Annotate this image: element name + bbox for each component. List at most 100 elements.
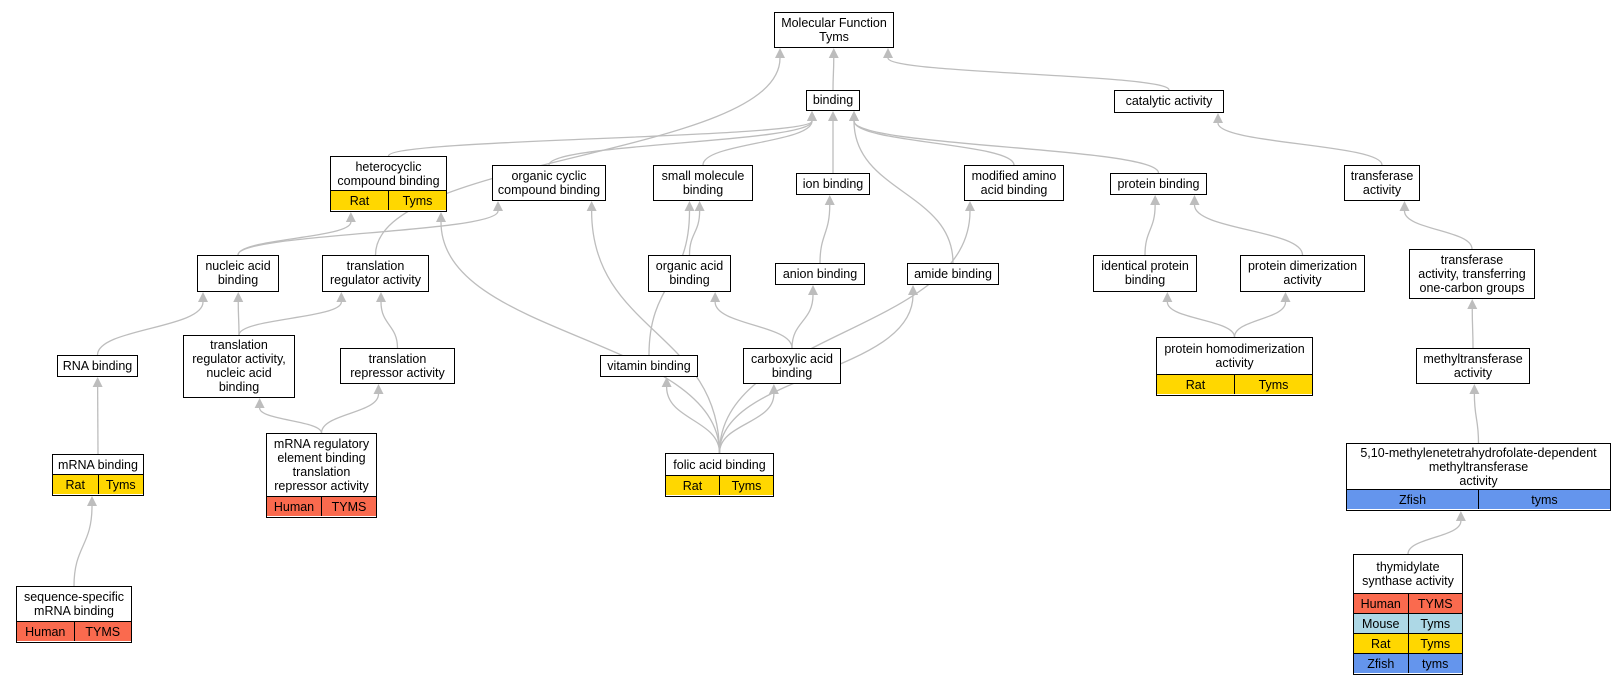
go-term-label: sequence-specific mRNA binding [23, 590, 125, 618]
go-term-dimer[interactable]: protein dimerization activity [1240, 255, 1365, 292]
go-term-carboxylic[interactable]: carboxylic acid binding [743, 348, 841, 384]
go-term-small-molecule[interactable]: small molecule binding [653, 165, 753, 201]
edge-nucleic-to-heterocyclic [237, 221, 352, 256]
go-term-anion[interactable]: anion binding [775, 263, 865, 285]
edge-trna-to-nucleic [237, 301, 240, 336]
go-term-mf[interactable]: Molecular Function Tyms [774, 12, 894, 48]
go-term-trna[interactable]: translation regulator activity, nucleic … [183, 335, 295, 398]
arrowhead [684, 201, 695, 211]
edge-homodimer-to-identical [1166, 301, 1236, 338]
edge-identical-to-protein [1144, 204, 1156, 256]
go-term-label: heterocyclic compound binding [337, 159, 440, 188]
arrowhead [87, 496, 97, 506]
go-term-methyl[interactable]: methyltransferase activity [1416, 348, 1530, 384]
arrowhead [965, 201, 975, 211]
go-term-label: anion binding [782, 266, 858, 281]
arrowhead [775, 48, 785, 58]
go-term-binding[interactable]: binding [806, 90, 860, 111]
arrowhead [1189, 195, 1200, 205]
go-term-label: organic cyclic compound binding [497, 168, 601, 197]
arrowhead [1213, 113, 1223, 123]
go-term-label: thymidylate synthase activity [1362, 560, 1454, 588]
gene-cell: TYMS [321, 497, 376, 516]
go-term-label: carboxylic acid binding [751, 351, 833, 380]
species-cell: Human [273, 499, 315, 514]
edge-modified_amino-to-binding [853, 120, 1015, 166]
edge-trans_reg-to-mf [374, 57, 781, 256]
arrowhead [586, 201, 597, 211]
species-cell: Rat [1185, 377, 1206, 392]
species-cell: Human [1360, 596, 1401, 611]
arrowhead [883, 48, 893, 58]
go-term-rna[interactable]: RNA binding [57, 355, 138, 377]
arrowhead [1469, 384, 1480, 394]
go-term-label: translation repressor activity [350, 351, 445, 380]
go-term-label: transferase activity [1350, 168, 1414, 197]
edge-seq_mrna-to-mrna [73, 505, 93, 587]
edge-trna-to-trans_reg [238, 301, 343, 336]
edge-mrna_reg-to-trep [320, 393, 380, 434]
go-term-modified-amino[interactable]: modified amino acid binding [964, 165, 1064, 201]
species-cell: Zfish [1367, 656, 1395, 671]
go-term-protein[interactable]: protein binding [1110, 173, 1207, 195]
edge-carboxylic-to-anion [791, 294, 814, 349]
edge-thym-to-mthf [1407, 520, 1462, 555]
arrowhead [493, 201, 503, 211]
go-term-label: translation regulator activity, nucleic … [192, 338, 286, 394]
go-term-transferase[interactable]: transferase activity [1344, 165, 1420, 201]
edge-small_molecule-to-binding [702, 120, 813, 166]
edge-carboxylic-to-organic_acid [714, 301, 793, 349]
go-term-label: methyltransferase activity [1423, 351, 1523, 380]
arrowhead [1150, 195, 1161, 205]
go-term-organic-acid[interactable]: organic acid binding [648, 255, 731, 292]
go-term-label: catalytic activity [1125, 94, 1213, 108]
arrowhead [694, 201, 705, 211]
go-term-vitamin[interactable]: vitamin binding [600, 355, 698, 377]
edge-rna-to-nucleic [96, 301, 204, 356]
arrowhead [233, 292, 244, 302]
arrowhead [1399, 201, 1410, 211]
gene-row: Rat Tyms [1157, 374, 1312, 394]
arrowhead [828, 48, 839, 58]
edge-nucleic-to-organic_cyclic [237, 210, 499, 256]
go-term-trans-reg[interactable]: translation regulator activity [322, 255, 429, 292]
species-cell: Zfish [1398, 492, 1427, 507]
go-term-one-carbon[interactable]: transferase activity, transferring one-c… [1409, 249, 1535, 299]
go-term-mthf[interactable]: 5,10-methylenetetrahydrofolate-dependent… [1346, 443, 1611, 511]
go-term-organic-cyclic[interactable]: organic cyclic compound binding [492, 165, 606, 201]
go-term-amide[interactable]: amide binding [907, 263, 999, 285]
go-term-trep[interactable]: translation repressor activity [340, 348, 455, 384]
go-term-mrna-reg[interactable]: mRNA regulatory element binding translat… [266, 433, 377, 518]
edge-folic-to-carboxylic [718, 393, 775, 454]
edge-catalytic-to-mf [887, 57, 1170, 91]
go-term-ion[interactable]: ion binding [796, 173, 870, 195]
arrowhead [828, 111, 838, 121]
gene-cell: Tyms [1234, 375, 1312, 394]
go-term-label: vitamin binding [607, 358, 691, 373]
go-term-catalytic[interactable]: catalytic activity [1114, 90, 1224, 113]
gene-cell: Tyms [388, 191, 446, 210]
go-term-nucleic[interactable]: nucleic acid binding [197, 255, 279, 292]
edge-organic_acid-to-small_molecule [688, 210, 701, 256]
go-term-identical[interactable]: identical protein binding [1093, 255, 1197, 292]
go-term-label: modified amino acid binding [971, 168, 1057, 197]
arrowhead [808, 285, 818, 295]
species-cell: Rat [349, 193, 370, 208]
species-cell: Rat [682, 478, 703, 493]
go-term-label: transferase activity, transferring one-c… [1418, 252, 1526, 295]
species-cell: Human [25, 624, 66, 639]
arrowhead [376, 292, 386, 302]
arrowhead [1467, 299, 1478, 309]
edge-anion-to-ion [819, 204, 831, 264]
gene-cell: Tyms [97, 475, 144, 494]
